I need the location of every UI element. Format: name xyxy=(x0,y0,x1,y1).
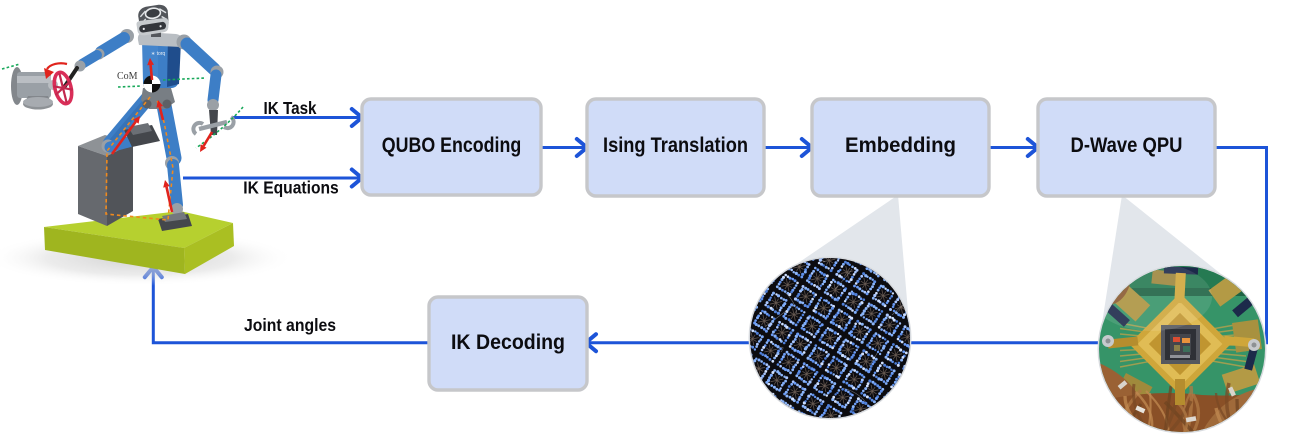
svg-text:Embedding: Embedding xyxy=(845,133,956,157)
svg-text:IK Task: IK Task xyxy=(264,98,317,118)
svg-text:D-Wave QPU: D-Wave QPU xyxy=(1071,133,1183,157)
svg-text:QUBO Encoding: QUBO Encoding xyxy=(382,133,522,157)
svg-text:Joint angles: Joint angles xyxy=(244,315,336,335)
svg-text:Ising Translation: Ising Translation xyxy=(603,133,748,157)
svg-text:IK Equations: IK Equations xyxy=(243,178,339,198)
svg-text:∗ torq: ∗ torq xyxy=(151,51,165,57)
svg-text:IK Decoding: IK Decoding xyxy=(451,330,565,354)
svg-text:CoM: CoM xyxy=(117,71,138,82)
